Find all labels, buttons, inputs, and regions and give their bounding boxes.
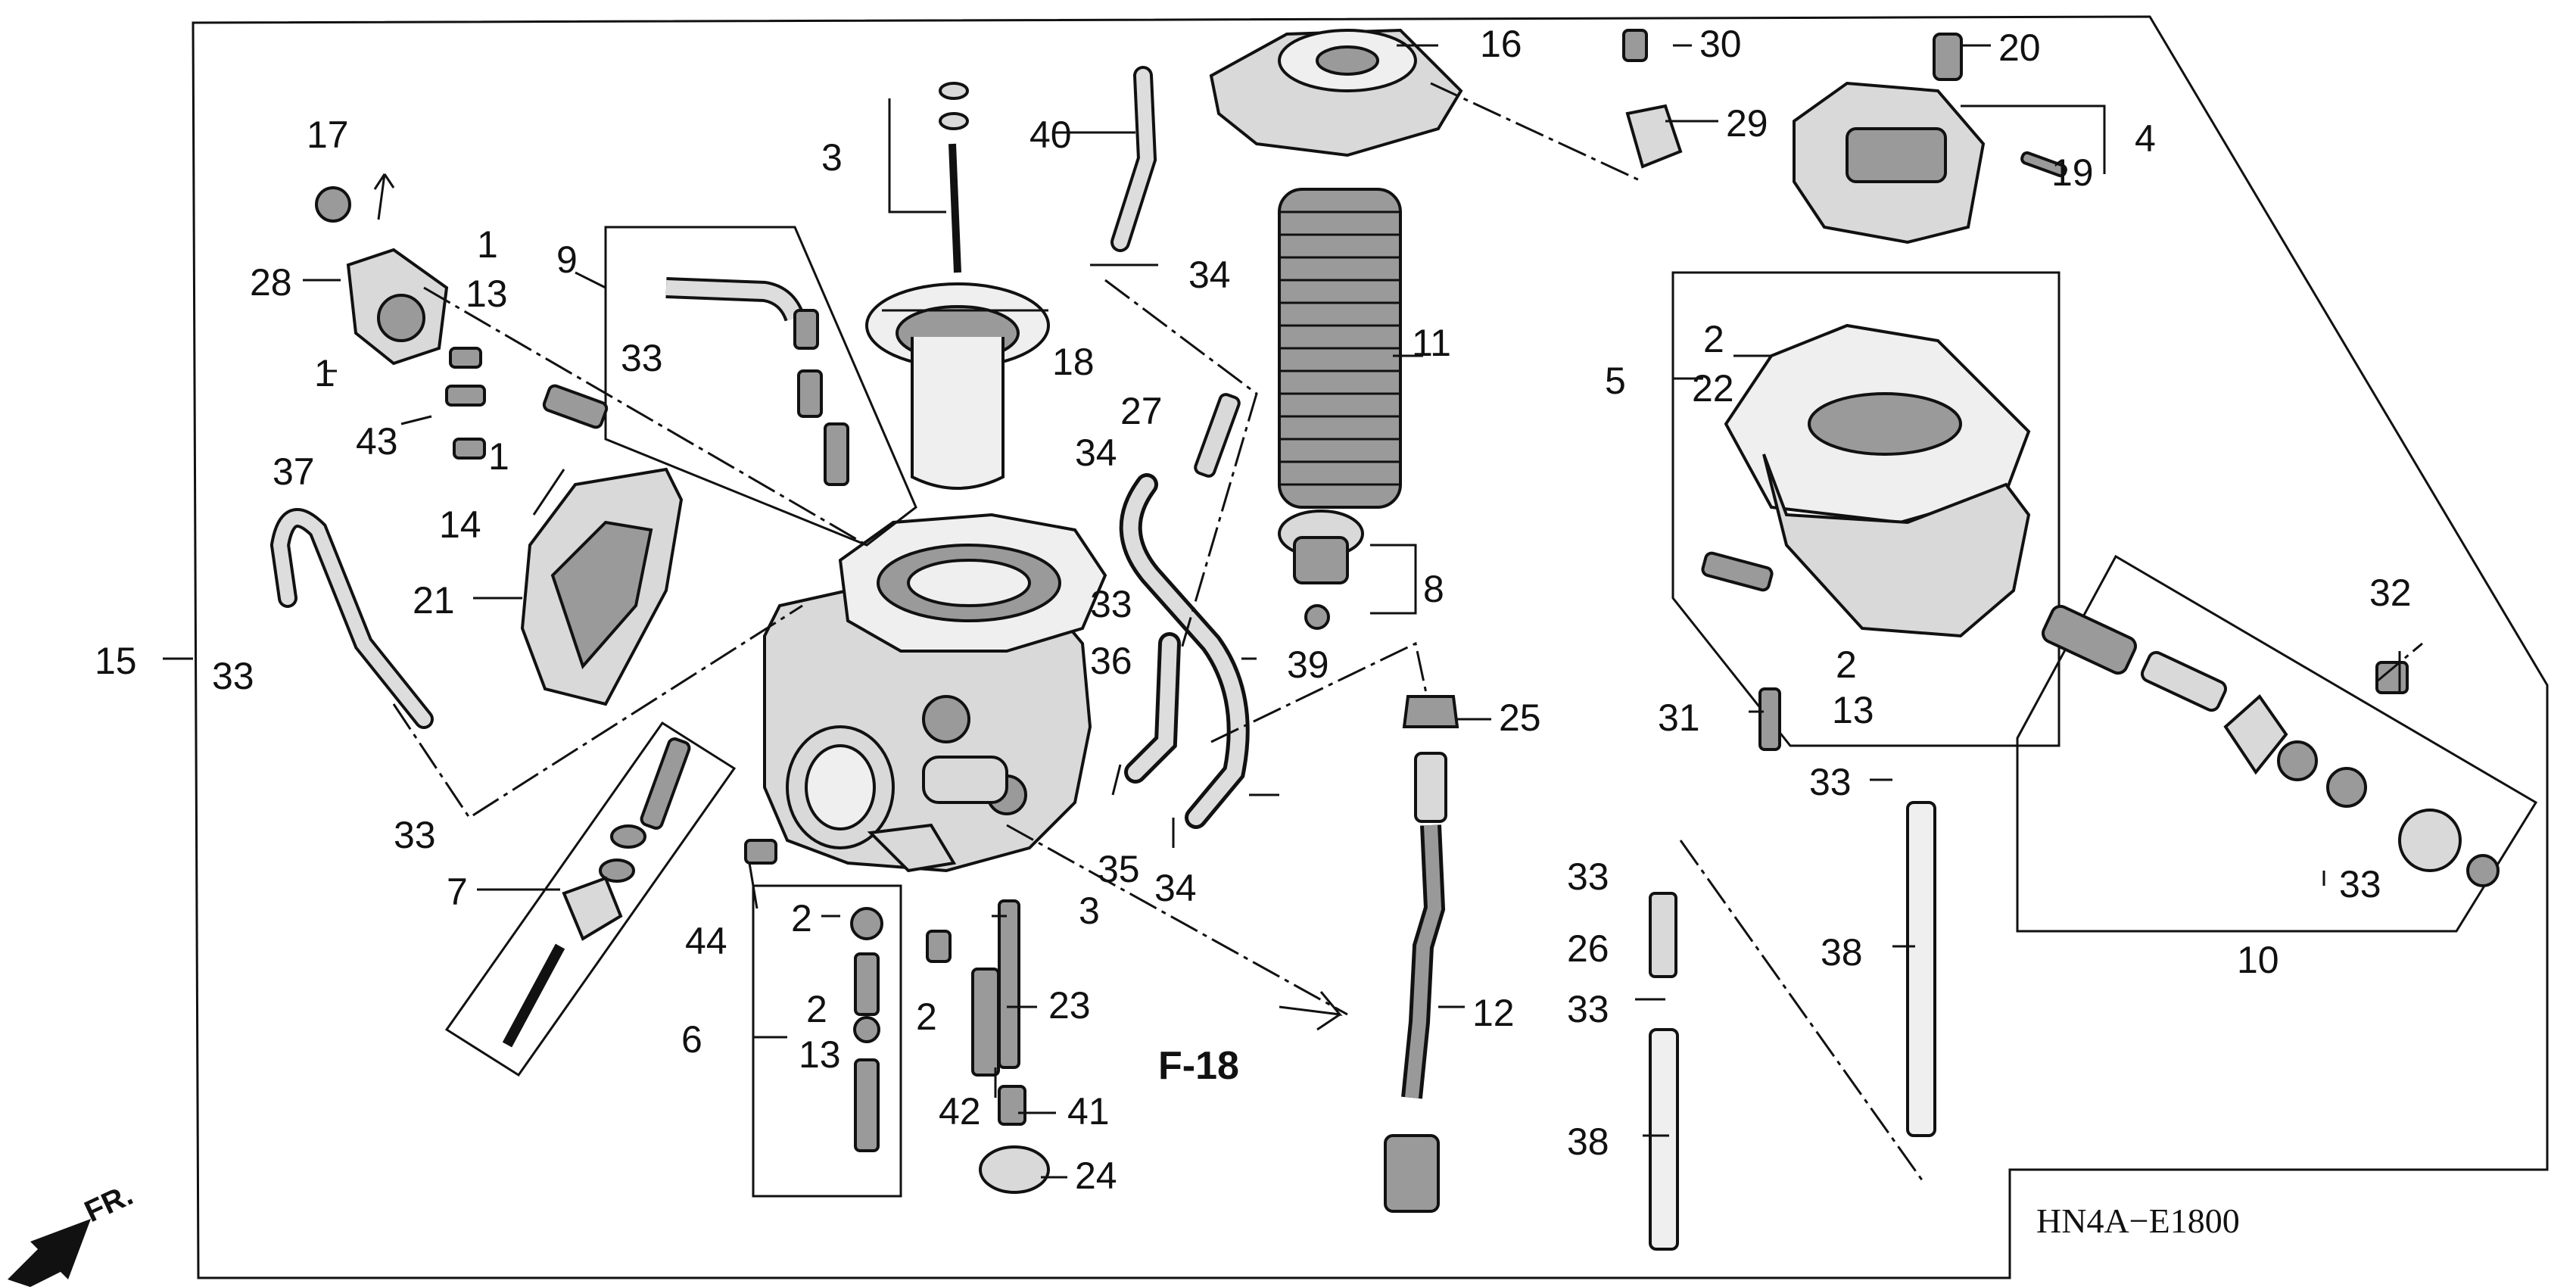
part-3-needle <box>939 82 969 273</box>
callout-36: 36 <box>1090 640 1132 682</box>
callout-26: 26 <box>1567 927 1609 970</box>
assembly-line-b <box>1104 279 1258 652</box>
diagram-border <box>192 15 2549 1279</box>
diagram-code: HN4A−E1800 <box>2036 1201 2240 1240</box>
callout-34c: 34 <box>1154 867 1197 909</box>
callout-38a: 38 <box>1821 931 1863 974</box>
callout-32: 32 <box>2369 572 2412 614</box>
callout-38b: 38 <box>1567 1120 1609 1163</box>
callout-33h: 33 <box>1567 988 1609 1030</box>
callout-44: 44 <box>685 920 727 962</box>
callout-33b: 33 <box>394 814 436 856</box>
part-16-top-cap <box>1209 28 1463 157</box>
part-9-assembly <box>604 226 917 547</box>
part-11-bellows-spring <box>1278 188 1402 509</box>
part-14-screw <box>542 384 609 429</box>
part-21-cover <box>520 467 684 706</box>
part-7-assembly <box>444 721 737 1077</box>
callout-6: 6 <box>681 1018 702 1061</box>
callout-39: 39 <box>1287 644 1329 686</box>
callout-13a: 13 <box>466 273 508 315</box>
part-18-diaphragm <box>865 282 1050 490</box>
callout-1b: 1 <box>314 352 335 394</box>
callout-2a: 2 <box>1703 318 1724 360</box>
callout-30: 30 <box>1699 23 1742 65</box>
leader-lines <box>163 44 2401 1179</box>
callout-42: 42 <box>939 1090 981 1133</box>
callout-16: 16 <box>1480 23 1522 65</box>
callout-24: 24 <box>1075 1155 1117 1197</box>
callout-11: 11 <box>1412 322 1451 364</box>
callout-33e: 33 <box>2339 863 2381 905</box>
reference-f18: F-18 <box>1158 1044 1239 1088</box>
callout-21: 21 <box>413 579 455 622</box>
callout-2e: 2 <box>806 988 827 1030</box>
part-4-cover <box>1622 29 2067 245</box>
fr-direction-arrow: FR. <box>8 1178 138 1287</box>
callout-18: 18 <box>1052 341 1095 383</box>
callout-12: 12 <box>1472 992 1515 1034</box>
callout-25: 25 <box>1499 696 1541 739</box>
callout-13b: 13 <box>1832 689 1874 731</box>
callout-3a: 3 <box>821 136 843 179</box>
part-12-sensor <box>1384 695 1459 1213</box>
part-28-regulator <box>315 186 486 460</box>
callout-28: 28 <box>250 261 292 304</box>
assembly-line-f <box>1006 824 1348 1016</box>
callout-14: 14 <box>439 503 481 546</box>
callout-29: 29 <box>1726 102 1768 145</box>
callout-33c: 33 <box>621 337 663 379</box>
assembly-line-d <box>1210 641 1428 743</box>
callout-2b: 2 <box>1836 644 1857 686</box>
callout-33f: 33 <box>1809 761 1852 803</box>
callout-1c: 1 <box>488 435 509 478</box>
assembly-line-e <box>392 604 803 820</box>
callout-20: 20 <box>1998 26 2041 69</box>
part-27-fitting <box>1194 393 1241 478</box>
part-44-screw <box>744 839 777 865</box>
callout-19: 19 <box>2051 151 2094 194</box>
part-8-piston <box>1278 510 1364 630</box>
callout-37: 37 <box>273 450 315 493</box>
callout-27: 27 <box>1120 390 1163 432</box>
assembly-line-g <box>1679 840 1924 1182</box>
callout-40: 40 <box>1029 114 1072 156</box>
callout-33g: 33 <box>1567 855 1609 898</box>
callout-2c: 2 <box>791 897 812 940</box>
callout-1a: 1 <box>477 223 498 266</box>
callout-33a: 33 <box>212 655 254 697</box>
callout-33d: 33 <box>1090 583 1132 625</box>
assembly-line-c <box>1430 82 1643 183</box>
arrow-up-17 <box>373 173 395 220</box>
callout-23: 23 <box>1048 984 1091 1027</box>
callout-31: 31 <box>1658 696 1700 739</box>
arrow-f18 <box>1279 991 1343 1031</box>
part-10-assembly <box>2016 554 2538 933</box>
callout-43: 43 <box>356 420 398 463</box>
callout-5: 5 <box>1605 360 1626 402</box>
callout-17: 17 <box>307 114 349 156</box>
callout-34a: 34 <box>1188 254 1231 296</box>
callout-34b: 34 <box>1075 432 1117 474</box>
part-6-assembly <box>752 884 1050 1198</box>
callout-22: 22 <box>1692 367 1734 410</box>
callout-41: 41 <box>1067 1090 1110 1133</box>
callout-35: 35 <box>1098 848 1140 890</box>
callout-10: 10 <box>2237 939 2279 981</box>
callout-8: 8 <box>1423 568 1444 610</box>
callout-4: 4 <box>2135 117 2156 160</box>
callout-3b: 3 <box>1079 890 1100 932</box>
part-26-38-tubes <box>1649 801 1936 1251</box>
carburetor-body <box>763 513 1107 873</box>
callout-7: 7 <box>447 871 468 913</box>
part-5-float-bowl <box>1671 271 2060 751</box>
callout-2d: 2 <box>916 996 937 1038</box>
assembly-line-a <box>423 286 867 547</box>
callout-9: 9 <box>556 238 578 281</box>
callout-15: 15 <box>95 640 137 682</box>
callout-13c: 13 <box>799 1033 841 1076</box>
